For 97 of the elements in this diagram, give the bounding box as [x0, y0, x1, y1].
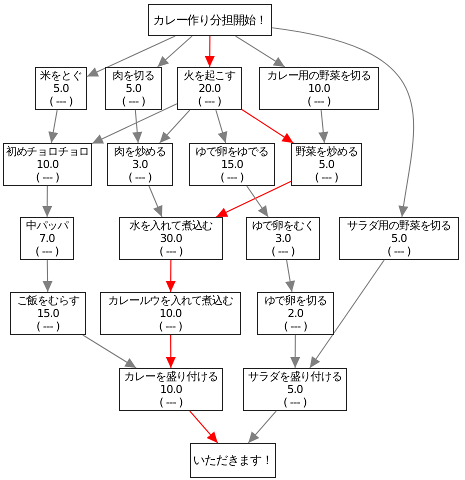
task-name: ゆで卵をゆでる: [196, 145, 268, 158]
arrow: [86, 36, 176, 78]
assignee: ( --- ): [387, 245, 411, 258]
arrow: [215, 110, 228, 144]
task-box: [257, 292, 334, 335]
assignee: ( --- ): [220, 171, 244, 184]
task-name: カレー用の野菜を切る: [266, 69, 371, 82]
arrow: [285, 260, 296, 292]
task-name: 肉を切る: [112, 69, 154, 82]
arrow: [166, 335, 176, 368]
task-name: ゆで卵をむく: [252, 219, 314, 232]
task-name: 中パッパ: [26, 219, 68, 232]
arrow: [216, 180, 292, 218]
duration: 10.0: [308, 82, 330, 95]
task-name: ゆで卵を切る: [264, 294, 327, 307]
task-name: ご飯をむらす: [16, 294, 80, 307]
task-name: 野菜を炒める: [295, 145, 358, 158]
task-box: [291, 143, 362, 186]
assignee: ( --- ): [283, 396, 307, 409]
arrow: [309, 260, 385, 368]
assignee: ( --- ): [49, 95, 73, 108]
arrow: [157, 36, 192, 68]
assignee: ( --- ): [284, 320, 308, 333]
arrow: [42, 260, 53, 292]
task-box: [177, 67, 242, 110]
arrow: [246, 186, 269, 218]
arrow: [159, 110, 190, 144]
arrow: [92, 103, 178, 144]
assignee: ( --- ): [159, 396, 183, 409]
task-name: カレーを盛り付ける: [124, 370, 218, 383]
task-name: サラダ用の野菜を切る: [346, 219, 451, 232]
task-box: [339, 217, 459, 260]
duration: 5.0: [391, 232, 407, 245]
assignee: ( --- ): [36, 171, 60, 184]
duration: 2.0: [288, 307, 304, 320]
duration: 3.0: [132, 158, 148, 171]
task-box: [243, 368, 347, 411]
task-name: 初めチョロチョロ: [6, 145, 90, 158]
task-name: カレールウを入れて煮込む: [108, 294, 233, 307]
task-box: [119, 217, 223, 260]
duration: 10.0: [159, 307, 182, 320]
assignee: ( --- ): [307, 95, 331, 108]
assignee: ( --- ): [271, 245, 295, 258]
assignee: ( --- ): [36, 320, 60, 333]
task-box: [35, 67, 87, 110]
assignee: ( --- ): [198, 95, 222, 108]
duration: 5.0: [318, 158, 334, 171]
task-box: [100, 292, 241, 335]
task-box: [105, 67, 162, 110]
duration: 30.0: [160, 232, 182, 245]
task-box: [246, 217, 320, 260]
duration: 5.0: [53, 82, 69, 95]
assignee: ( --- ): [159, 245, 183, 258]
arrow: [235, 36, 286, 68]
duration: 15.0: [36, 307, 60, 320]
task-name: 火を起こす: [183, 69, 236, 82]
arrow: [242, 109, 294, 144]
arrow: [42, 186, 52, 217]
task-name: カレー作り分担開始！: [152, 14, 267, 26]
assignee: ( --- ): [35, 245, 59, 258]
duration: 5.0: [126, 82, 142, 95]
arrow: [248, 410, 277, 444]
arrow: [272, 27, 414, 218]
task-name: 肉を炒める: [114, 145, 166, 158]
arrow: [82, 334, 136, 368]
task-name: 水を入れて煮込む: [129, 219, 213, 232]
task-box: [107, 143, 173, 186]
task-name: 米をとぐ: [40, 69, 82, 82]
task-box: [3, 143, 92, 186]
duration: 5.0: [287, 383, 303, 396]
arrow: [204, 36, 215, 67]
task-box: [189, 143, 275, 186]
task-box: [190, 443, 276, 478]
assignee: ( --- ): [158, 320, 182, 333]
arrow: [48, 110, 58, 144]
assignee: ( --- ): [122, 95, 146, 108]
duration: 7.0: [39, 232, 55, 245]
task-box: [259, 67, 379, 110]
duration: 3.0: [275, 232, 291, 245]
duration: 15.0: [220, 158, 244, 171]
arrow: [166, 260, 176, 292]
duration: 10.0: [36, 158, 59, 171]
duration: 10.0: [160, 383, 182, 396]
arrow: [290, 335, 300, 368]
task-box: [119, 368, 223, 411]
task-name: サラダを盛り付ける: [248, 370, 342, 383]
arrow: [318, 110, 328, 144]
task-box: [148, 4, 272, 36]
arrow: [132, 110, 142, 144]
assignee: ( --- ): [314, 171, 338, 184]
task-name: いただきます！: [193, 454, 273, 467]
arrow: [189, 410, 218, 444]
arrow: [148, 186, 162, 218]
task-box: [20, 217, 74, 260]
assignee: ( --- ): [128, 171, 152, 184]
task-box: [10, 292, 86, 335]
duration: 20.0: [198, 82, 221, 95]
